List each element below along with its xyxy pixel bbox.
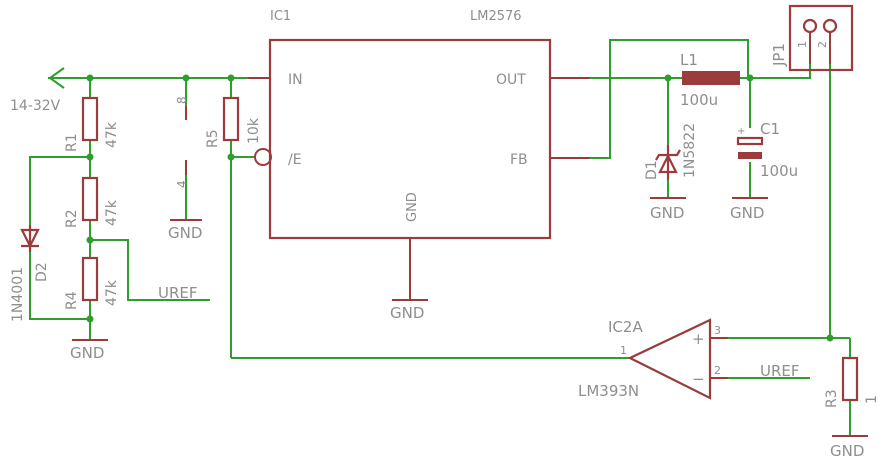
ic1-label-fb: FB xyxy=(510,152,528,168)
jumper-jp1: JP1 1 2 xyxy=(770,4,854,72)
junction xyxy=(746,74,754,82)
ic2a-value: LM393N xyxy=(578,382,639,400)
capacitor-c1: + C1 100u GND xyxy=(730,120,798,222)
r4-body xyxy=(81,256,99,302)
junction xyxy=(86,74,94,82)
c1-plate-plus xyxy=(736,136,764,146)
inductor-l1: L1 100u xyxy=(680,51,740,109)
ic2a-name: IC2A xyxy=(608,318,643,336)
resistor-r1: R1 47k xyxy=(64,96,120,152)
resistor-r4: R4 47k GND xyxy=(64,256,120,362)
r1-value: 47k xyxy=(104,121,120,148)
r1-name: R1 xyxy=(64,133,80,152)
r3-value: 1 xyxy=(864,395,880,404)
r2-value: 47k xyxy=(104,199,120,226)
r2-body xyxy=(81,176,99,222)
r4-name: R4 xyxy=(64,291,80,310)
ic1-label-enable: /E xyxy=(288,152,302,168)
l1-body xyxy=(682,71,740,85)
ic2a-pin2-label: 2 xyxy=(714,364,721,377)
gnd-r3-label: GND xyxy=(830,442,864,460)
r2-name: R2 xyxy=(64,209,80,228)
ic2a-pin1-label: 1 xyxy=(620,344,627,357)
ic1-label-gnd: GND xyxy=(405,192,420,222)
diode-d2: D2 1N4001 xyxy=(10,225,50,322)
wire-uref-left xyxy=(90,239,210,301)
junction xyxy=(227,153,235,161)
r1-body xyxy=(81,96,99,142)
input-arrow xyxy=(48,67,65,89)
r4-value: 47k xyxy=(104,279,120,306)
junction xyxy=(86,236,94,244)
l1-value: 100u xyxy=(680,91,718,109)
d1-value: 1N5822 xyxy=(682,123,698,178)
r3-body xyxy=(841,356,859,402)
ic2a-triangle xyxy=(627,318,712,400)
ic2a-pin3-label: 3 xyxy=(714,324,721,337)
ic1-value: LM2576 xyxy=(470,9,522,24)
comparator-ic2a: + − 3 2 1 IC2A LM393N xyxy=(578,318,728,400)
c1-value: 100u xyxy=(760,162,798,180)
ic2a-minus: − xyxy=(692,370,705,388)
c1-plus: + xyxy=(737,126,745,137)
jp1-pin1-label: 1 xyxy=(796,41,809,48)
pin-8-label: 8 xyxy=(175,96,189,104)
wire-feedback xyxy=(590,39,749,159)
ic1-name: IC1 xyxy=(270,9,291,24)
uref-left-label: UREF xyxy=(158,284,198,302)
junction xyxy=(227,74,235,82)
ic2a-plus: + xyxy=(692,330,705,348)
jp1-pin2-pad xyxy=(822,18,838,34)
jp1-body xyxy=(788,4,854,72)
wire-d2-top xyxy=(29,156,90,225)
d1-triangle xyxy=(658,153,678,174)
r5-body xyxy=(222,96,240,142)
junctions xyxy=(86,74,834,342)
c1-name: C1 xyxy=(760,120,780,138)
junction xyxy=(86,153,94,161)
r5-value: 10k xyxy=(246,117,262,144)
c1-plate-minus xyxy=(738,152,762,159)
wire-l1-jp1 xyxy=(740,64,811,79)
gnd-ic1-left-label: GND xyxy=(168,224,202,242)
gnd-divider-label: GND xyxy=(70,344,104,362)
ic1-label-out: OUT xyxy=(496,72,526,88)
gnd-ic1-label: GND xyxy=(390,304,424,322)
jp1-pin2-label: 2 xyxy=(816,41,829,48)
jp1-name: JP1 xyxy=(770,43,788,67)
junction xyxy=(86,315,94,323)
r3-name: R3 xyxy=(824,389,840,408)
r5-name: R5 xyxy=(205,129,221,148)
wire-d2-bottom xyxy=(29,252,90,320)
l1-name: L1 xyxy=(680,51,698,69)
resistor-r2: R2 47k xyxy=(64,176,120,228)
ic1-label-in: IN xyxy=(288,72,303,88)
pin-4-label: 4 xyxy=(175,180,189,188)
uref-right-label: UREF xyxy=(760,362,800,380)
d2-name: D2 xyxy=(34,262,50,282)
resistor-r3: R3 1 GND xyxy=(824,356,880,460)
ic1-regulator: IC1 LM2576 IN OUT /E FB GND GND xyxy=(248,9,590,322)
supply-voltage-label: 14-32V xyxy=(10,98,61,114)
d2-triangle xyxy=(20,228,40,249)
ic1-pin-enable-bubble xyxy=(254,148,272,166)
resistor-r5: R5 10k xyxy=(205,96,262,148)
gnd-c1-label: GND xyxy=(730,204,764,222)
junction xyxy=(826,334,834,342)
d2-value: 1N4001 xyxy=(10,267,26,322)
jp1-pin1-pad xyxy=(802,18,818,34)
junction xyxy=(182,74,190,82)
diode-d1: D1 1N5822 GND xyxy=(644,123,698,222)
junction xyxy=(664,74,672,82)
d1-schottky-bar xyxy=(655,149,681,161)
d1-name: D1 xyxy=(644,160,660,180)
ic-power-pins: 8 4 GND xyxy=(168,96,202,242)
gnd-d1-label: GND xyxy=(650,204,684,222)
